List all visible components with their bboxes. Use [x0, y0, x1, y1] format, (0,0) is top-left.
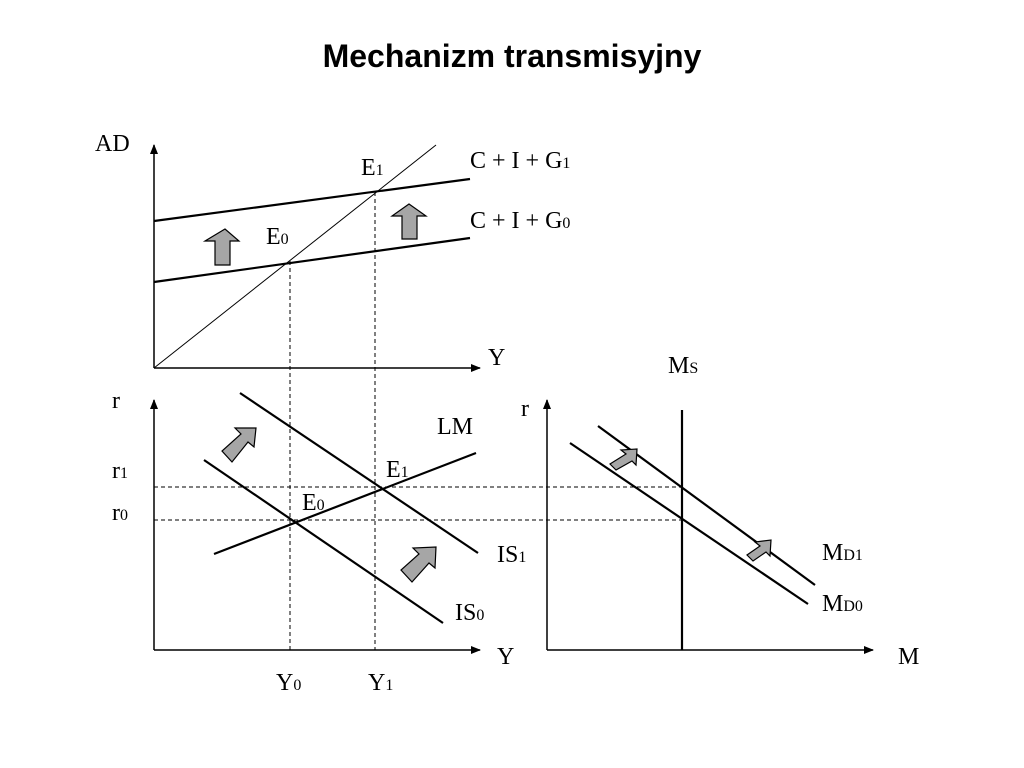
cig0-label: C + I + G0: [470, 208, 570, 234]
md0-label: MD0: [822, 591, 863, 617]
y-axis-label-top: Y: [488, 345, 505, 371]
e0-label-bottom: E0: [302, 490, 325, 516]
is-lm-panel: r r1 r0 LM E1 E0 IS1 IS0 Y Y0 Y1: [112, 388, 685, 696]
is0-curve: [203, 459, 444, 624]
lm-curve: [213, 451, 477, 556]
cig0-line: [153, 236, 471, 284]
shift-up-arrow-left: [202, 228, 241, 266]
ad-axis-label: AD: [95, 131, 130, 157]
ms-label: MS: [668, 353, 698, 379]
is0-label: IS0: [455, 600, 484, 626]
m-axis-label: M: [898, 644, 919, 670]
shift-up-arrow-right: [390, 203, 428, 240]
slide-title: Mechanizm transmisyjny: [322, 38, 702, 74]
y0-label: Y0: [276, 670, 301, 696]
md1-label: MD1: [822, 540, 863, 566]
md0-curve: [569, 442, 809, 605]
money-market-panel: MS r MD1 MD0 M: [521, 353, 919, 670]
is1-curve: [239, 392, 479, 554]
lm-label: LM: [437, 414, 473, 440]
r1-label: r1: [112, 458, 128, 484]
md-shift-arrow-upper: [609, 448, 638, 471]
cig1-label: C + I + G1: [470, 148, 570, 174]
e1-label-top: E1: [361, 155, 384, 181]
cig1-line: [153, 177, 471, 223]
r0-label: r0: [112, 500, 128, 526]
y-axis-label-bottom: Y: [497, 644, 514, 670]
is1-label: IS1: [497, 542, 526, 568]
is-shift-arrow-lower: [400, 546, 437, 583]
md-shift-arrow-lower: [746, 539, 772, 562]
is-shift-arrow-upper: [221, 427, 257, 463]
keynesian-cross-panel: AD Y C + I + G1 C + I + G0 E1 E0: [95, 131, 570, 650]
y1-label: Y1: [368, 670, 393, 696]
r-axis-label-right: r: [521, 396, 529, 422]
e1-label-bottom: E1: [386, 457, 409, 483]
r-axis-label-left: r: [112, 388, 120, 414]
e0-label-top: E0: [266, 224, 289, 250]
45-degree-line: [153, 144, 437, 369]
